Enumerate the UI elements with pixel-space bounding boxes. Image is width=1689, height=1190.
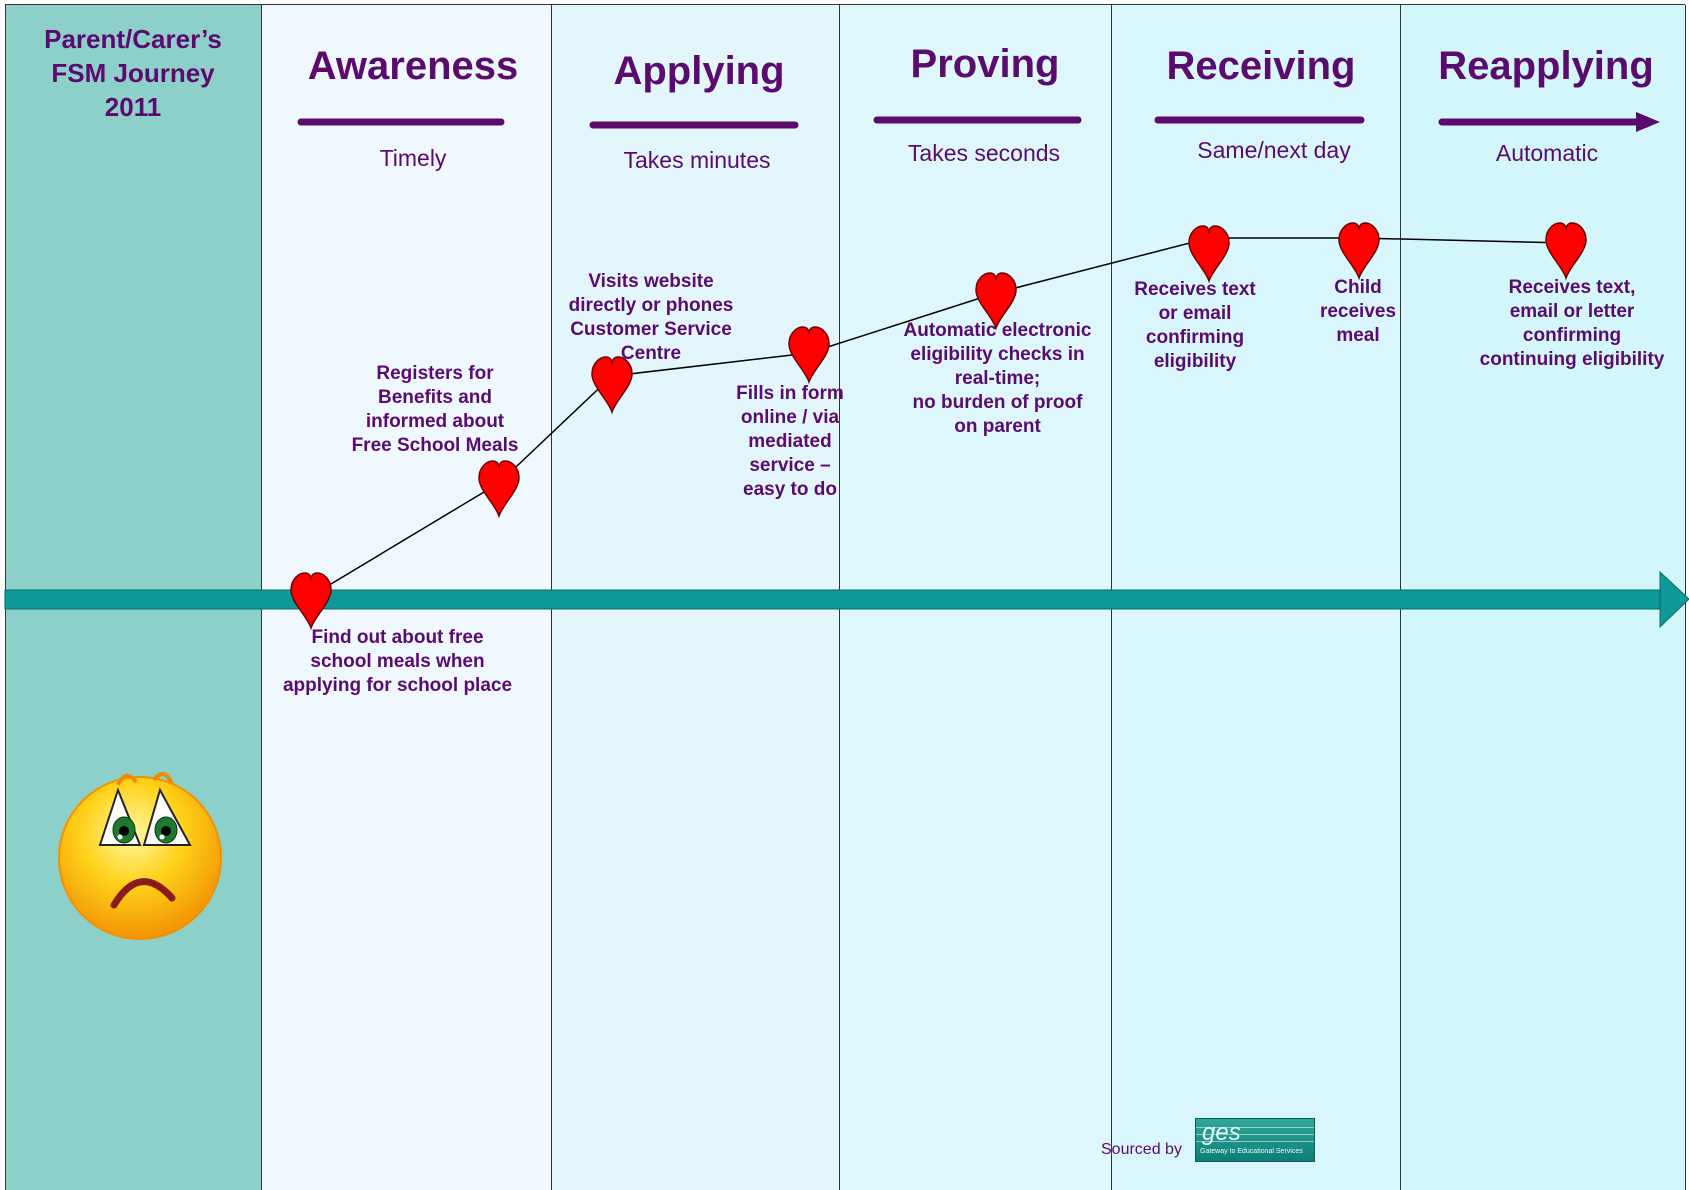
heart-icon [975, 272, 1017, 331]
reapplying-arrowhead [1636, 112, 1660, 132]
heart-icon [1545, 222, 1587, 281]
sourced-by-label: Sourced by [1101, 1141, 1182, 1158]
step-label-child-receives-meal: Child receives meal [1319, 277, 1397, 346]
heart-icon [290, 572, 332, 631]
stage-subtitle-reapplying: Automatic [1495, 140, 1599, 166]
journey-title: Parent/Carer’s FSM Journey 2011 [44, 24, 222, 122]
stage-subtitle-proving: Takes seconds [907, 140, 1061, 166]
top-border [5, 4, 1685, 5]
ges-logo: ges Gateway to Educational Services [1195, 1118, 1315, 1162]
sad-face-icon [58, 772, 222, 940]
step-label-find-out: Find out about free school meals when ap… [282, 627, 513, 696]
heart-icon [1338, 222, 1380, 281]
stage-subtitle-awareness: Timely [379, 145, 447, 171]
step-label-automatic-checks: Automatic electronic eligibility checks … [903, 320, 1092, 437]
stage-title-proving: Proving [910, 42, 1060, 86]
heart-icon [591, 356, 633, 415]
heart-icon [788, 326, 830, 385]
stage-underlines [297, 116, 1644, 129]
stage-subtitle-applying: Takes minutes [623, 147, 771, 173]
ges-logo-text: ges [1202, 1119, 1241, 1146]
stage-title-applying: Applying [613, 49, 785, 93]
heart-icon [1188, 225, 1230, 284]
stage-subtitle-receiving: Same/next day [1197, 137, 1351, 163]
step-label-registers: Registers for Benefits and informed abou… [351, 363, 519, 456]
heart-icon [478, 460, 520, 519]
journey-line [310, 237, 1567, 597]
step-label-receives-text: Receives text or email confirming eligib… [1134, 279, 1256, 372]
stage-title-awareness: Awareness [307, 44, 519, 88]
step-label-receives-letter: Receives text, email or letter confirmin… [1479, 277, 1665, 370]
timeline-arrow [4, 570, 1689, 629]
heart-markers [290, 222, 1587, 631]
stage-title-reapplying: Reapplying [1438, 44, 1654, 88]
stage-title-receiving: Receiving [1166, 44, 1356, 88]
step-label-fills-form: Fills in form online / via mediated serv… [736, 383, 844, 500]
step-label-visits-website: Visits website directly or phones Custom… [568, 271, 734, 364]
ges-logo-subtext: Gateway to Educational Services [1200, 1148, 1303, 1155]
